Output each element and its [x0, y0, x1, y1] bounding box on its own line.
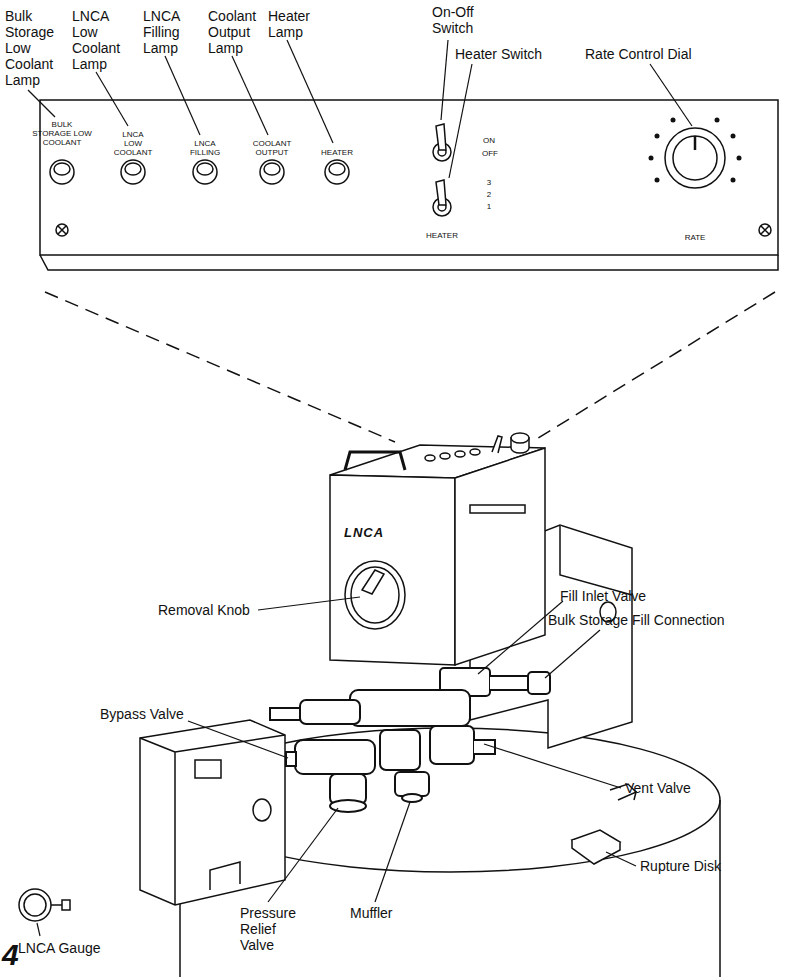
left-cover: [140, 720, 285, 905]
unit-logo: LNCA: [344, 525, 384, 540]
part-callout: Pressure Relief Valve: [240, 905, 304, 953]
part-callout: Rate Control Dial: [585, 46, 725, 62]
page-number: 4: [2, 938, 32, 972]
panel-marking: RATE: [675, 233, 715, 242]
part-callout: Fill Inlet Valve: [560, 588, 690, 604]
control-panel-plate: [40, 100, 778, 270]
part-callout: LNCA Low Coolant Lamp: [72, 8, 130, 72]
part-callout: Heater Switch: [455, 46, 565, 62]
panel-marking: COOLANT OUTPUT: [247, 139, 297, 157]
part-callout: LNCA Filling Lamp: [143, 8, 195, 56]
control-panel: BULK STORAGE LOW COOLANTLNCA LOW COOLANT…: [40, 98, 778, 270]
valve-assembly: [270, 668, 550, 812]
projection-lines: [45, 292, 775, 442]
panel-marking: ON: [474, 136, 504, 145]
panel-marking: HEATER: [417, 231, 467, 240]
part-callout: Muffler: [350, 905, 420, 921]
part-callout: Heater Lamp: [268, 8, 320, 40]
part-callout: Vent Valve: [625, 780, 725, 796]
part-callout: Bulk Storage Low Coolant Lamp: [5, 8, 63, 88]
rupture-disk: [572, 784, 636, 864]
part-callout: LNCA Gauge: [18, 940, 128, 956]
panel-marking: OFF: [475, 149, 505, 158]
panel-marking: BULK STORAGE LOW COOLANT: [32, 120, 92, 147]
panel-marking: 3: [479, 178, 499, 187]
part-callout: On-Off Switch: [432, 4, 488, 36]
panel-marking: LNCA FILLING: [180, 139, 230, 157]
panel-marking: LNCA LOW COOLANT: [113, 130, 153, 157]
part-callout: Coolant Output Lamp: [208, 8, 266, 56]
panel-marking: 2: [479, 190, 499, 199]
part-callout: Rupture Disk: [640, 858, 750, 874]
panel-marking: HEATER: [312, 148, 362, 157]
part-callout: Bulk Storage Fill Connection: [548, 612, 778, 628]
lnca-gauge: [19, 889, 70, 921]
lnca-unit: [330, 433, 545, 665]
panel-screws: [56, 224, 771, 236]
part-callout: Removal Knob: [158, 602, 258, 618]
toggle-switches: [433, 124, 451, 216]
rate-dial: [649, 118, 742, 189]
panel-marking: 1: [479, 202, 499, 211]
indicator-lamps: [50, 160, 349, 184]
part-callout: Bypass Valve: [100, 706, 200, 722]
lnca-unit-front: LNCA: [330, 475, 455, 660]
leader-lines: [28, 40, 692, 936]
